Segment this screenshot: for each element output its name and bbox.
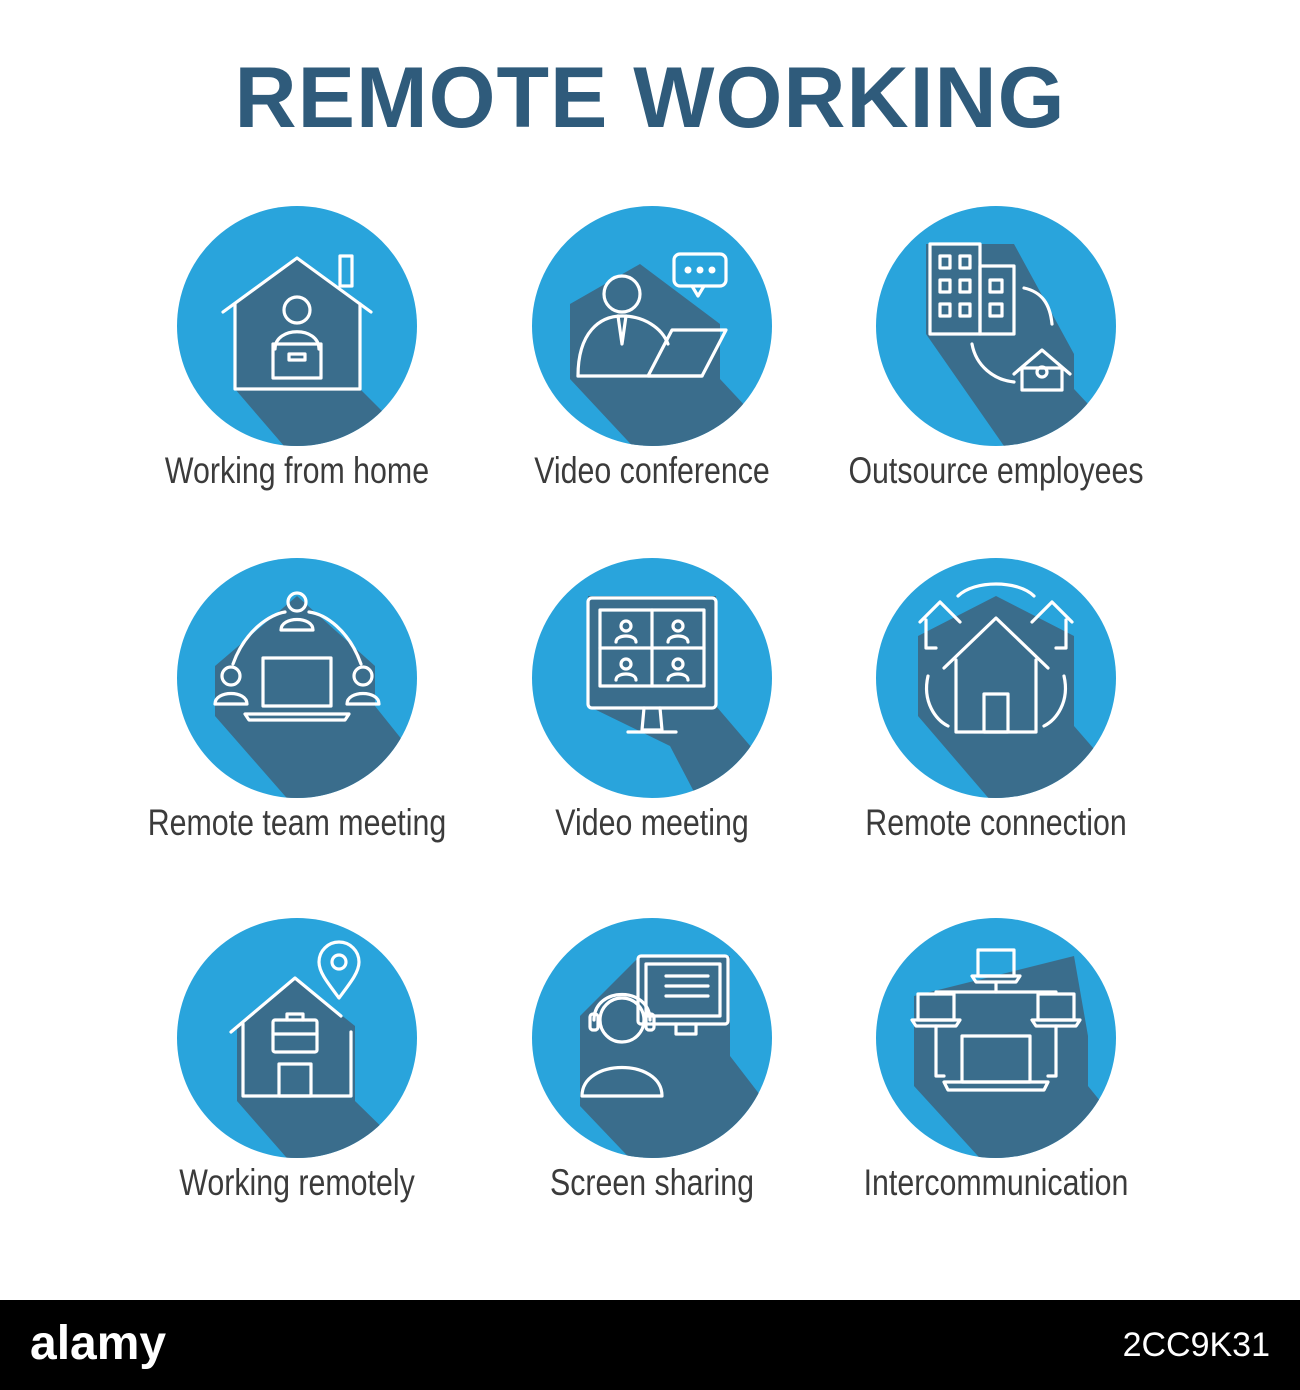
- home-office-icon: [175, 204, 419, 448]
- video-meeting-icon: [530, 556, 774, 800]
- tile-video-meeting: Video meeting: [522, 556, 782, 846]
- tile-remote-connection: Remote connection: [865, 556, 1127, 846]
- tile-label: Screen sharing: [549, 1162, 755, 1203]
- tile-working-from-home: Working from home: [165, 204, 429, 494]
- outsource-icon: [874, 204, 1118, 448]
- image-code: 2CC9K31: [1122, 1326, 1270, 1364]
- page-title: REMOTE WORKING: [234, 50, 1066, 146]
- tile-label: Remote team meeting: [147, 802, 447, 843]
- tile-working-remotely: Working remotely: [167, 916, 427, 1206]
- tile-screen-sharing: Screen sharing: [522, 916, 782, 1206]
- intercommunication-icon: [874, 916, 1118, 1160]
- tile-label: Video conference: [534, 450, 770, 491]
- video-conference-icon: [530, 204, 774, 448]
- tile-outsource-employees: Outsource employees: [848, 204, 1144, 494]
- tile-remote-team-meeting: Remote team meeting: [148, 556, 446, 846]
- tile-label: Remote connection: [865, 802, 1127, 843]
- tile-label: Outsource employees: [848, 450, 1144, 491]
- footer-bar: alamy 2CC9K31: [0, 1300, 1300, 1390]
- tile-intercommunication: Intercommunication: [864, 916, 1128, 1206]
- screen-sharing-icon: [530, 916, 774, 1160]
- remote-connection-icon: [874, 556, 1118, 800]
- tile-video-conference: Video conference: [522, 204, 782, 494]
- tile-label: Video meeting: [555, 802, 749, 843]
- brand-logo: alamy: [30, 1317, 167, 1370]
- team-meeting-icon: [175, 556, 419, 800]
- working-remotely-icon: [175, 916, 419, 1160]
- tile-label: Intercommunication: [863, 1162, 1129, 1203]
- tile-label: Working from home: [164, 450, 430, 491]
- tile-label: Working remotely: [179, 1162, 415, 1203]
